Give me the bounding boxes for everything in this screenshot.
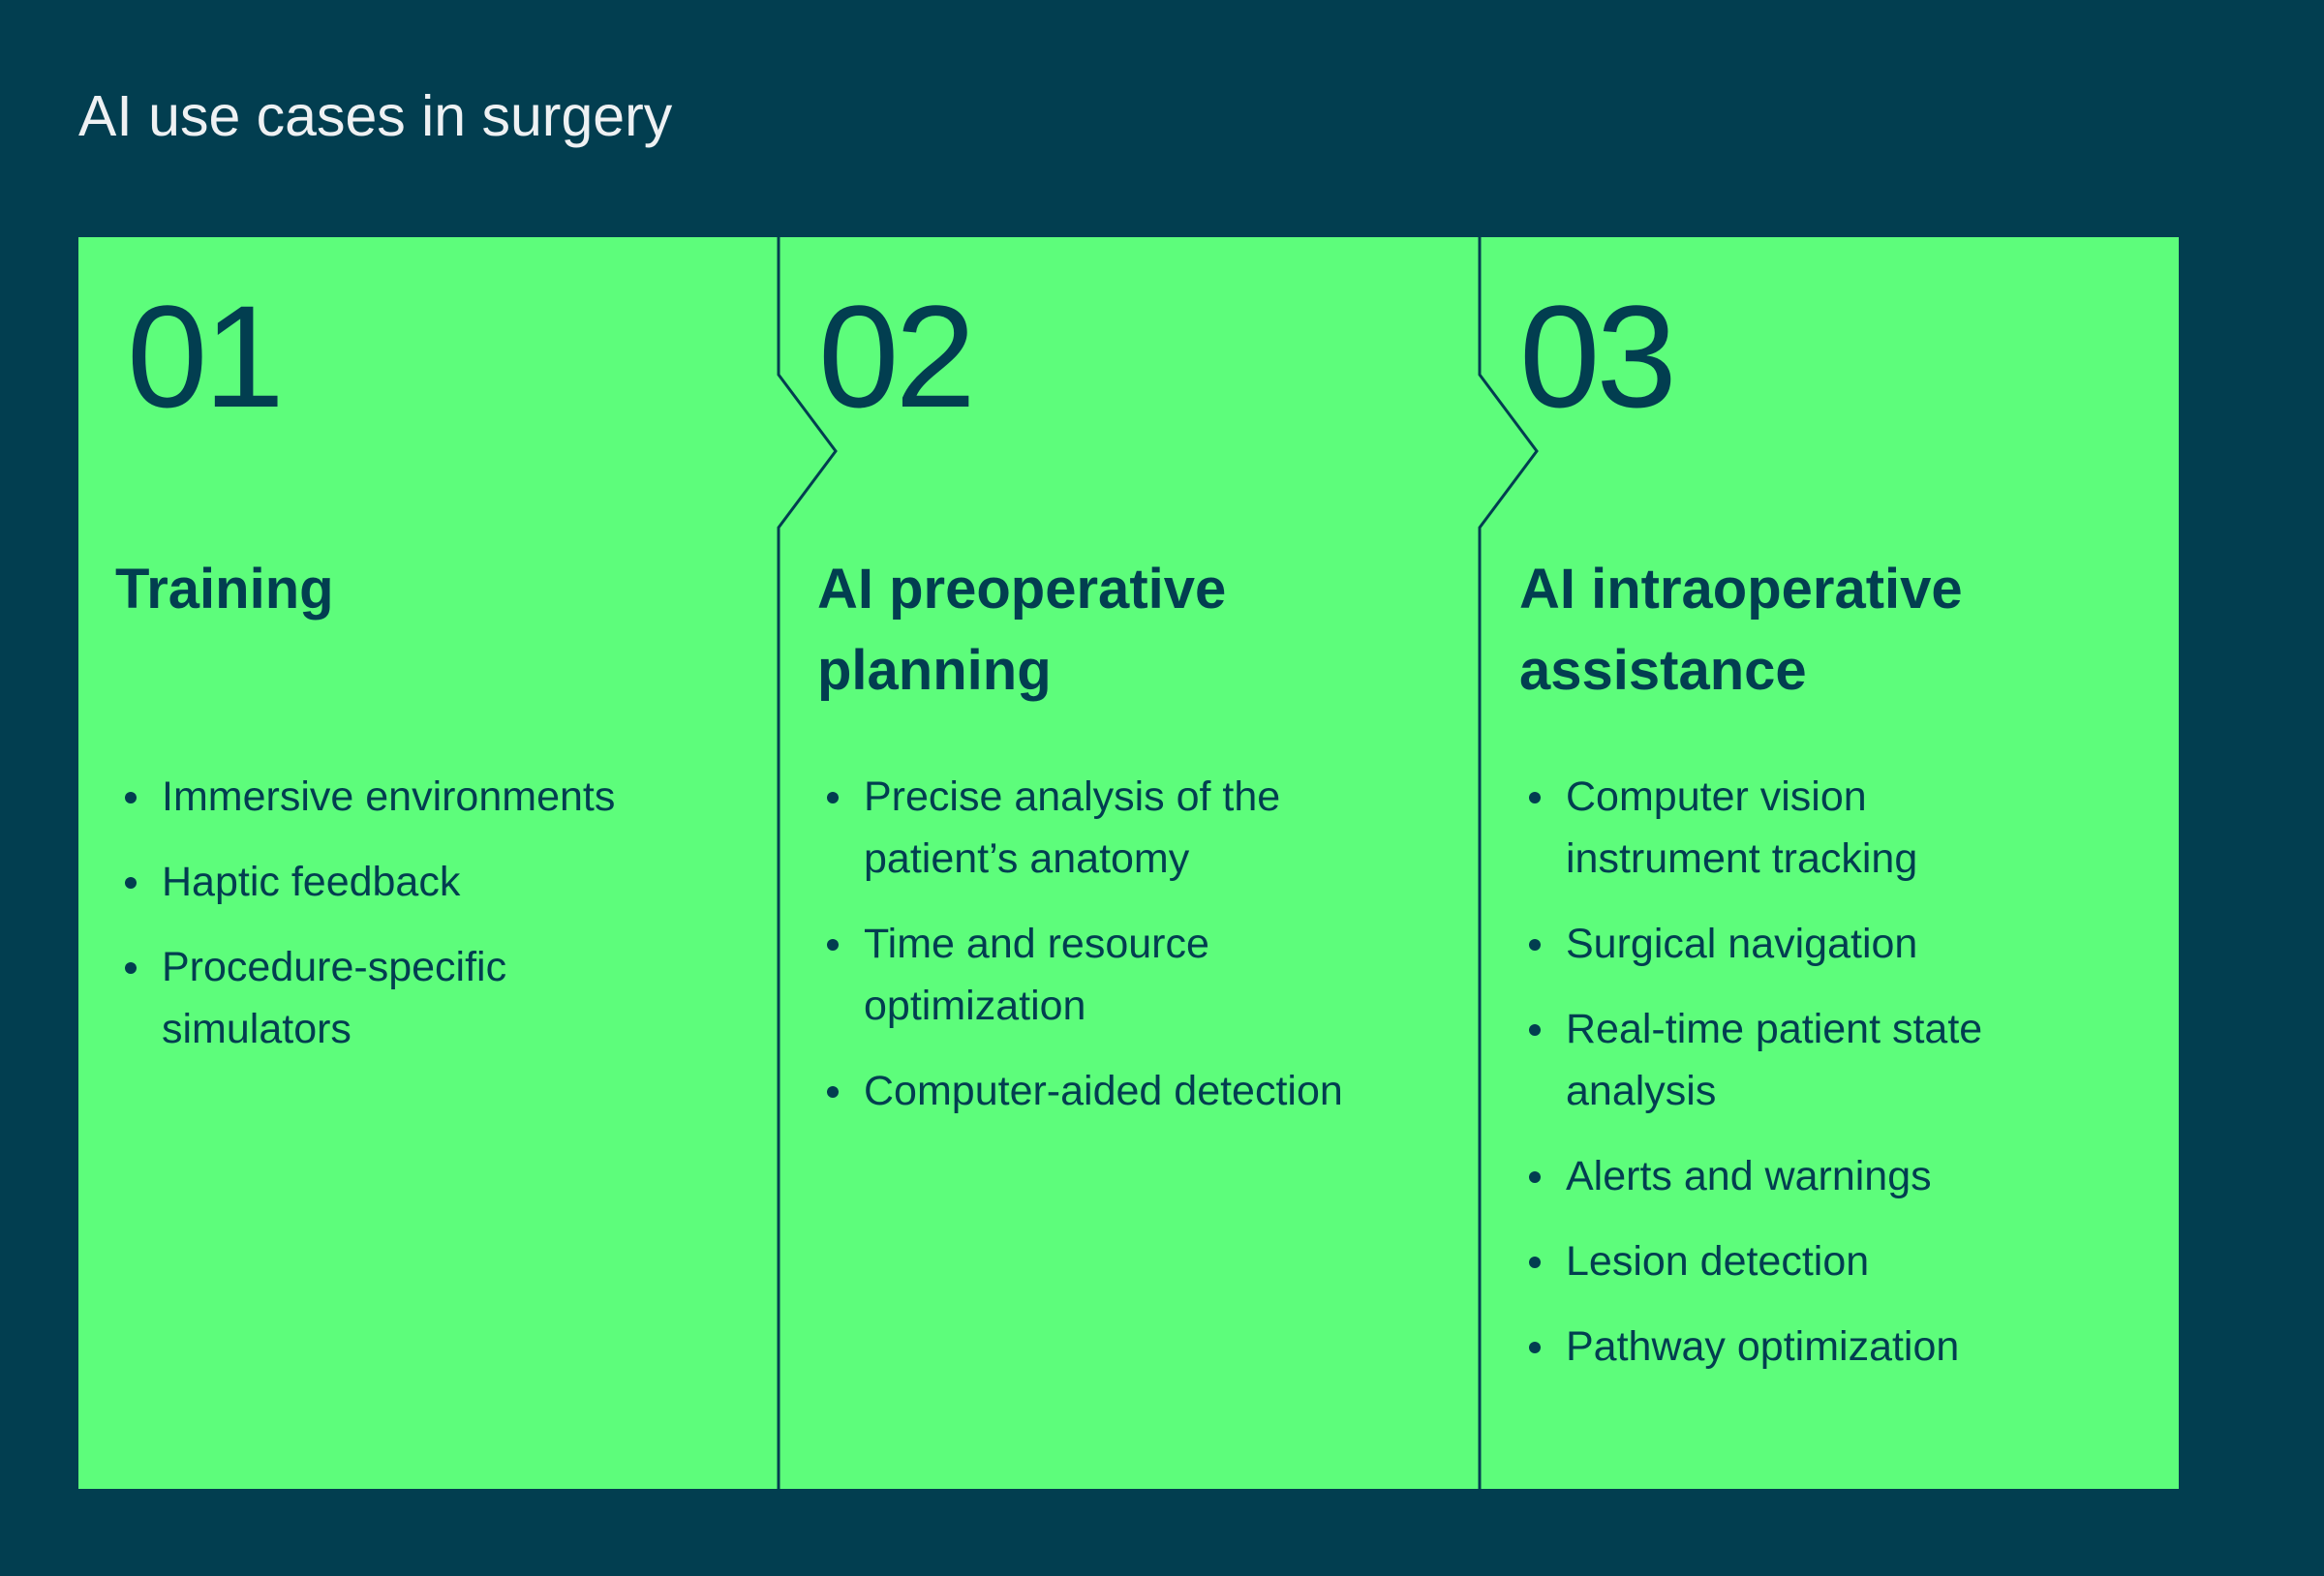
step-heading: AI preoperative planning (817, 558, 1227, 702)
bullet-icon (1529, 1024, 1541, 1036)
step-item-list: Precise analysis of the patient’s anatom… (817, 766, 1437, 1145)
step-item-list: Immersive environments Haptic feedback P… (115, 766, 735, 1083)
bullet-icon (827, 792, 839, 803)
list-item: Alerts and warnings (1519, 1145, 2139, 1207)
step-heading: AI intraoperative assistance (1519, 558, 1963, 702)
steps-panel: 01 Training Immersive environments Hapti… (78, 237, 2179, 1489)
chevron-divider-2 (1478, 237, 1539, 1489)
step-preoperative-planning: 02 AI preoperative planning Precise anal… (780, 237, 1481, 1489)
bullet-icon (1529, 1342, 1541, 1353)
step-number: 03 (1519, 275, 1677, 438)
bullet-icon (1529, 1171, 1541, 1183)
list-item: Pathway optimization (1519, 1316, 2139, 1378)
bullet-icon (827, 939, 839, 951)
bullet-icon (125, 962, 137, 974)
bullet-icon (1529, 939, 1541, 951)
bullet-icon (1529, 792, 1541, 803)
page-title: AI use cases in surgery (78, 84, 673, 148)
list-item: Computer-aided detection (817, 1060, 1437, 1122)
list-item: Procedure-specific simulators (115, 936, 627, 1060)
bullet-icon (125, 877, 137, 889)
list-item: Computer vision instrument tracking (1519, 766, 2031, 890)
bullet-icon (827, 1086, 839, 1098)
bullet-icon (1529, 1257, 1541, 1268)
step-item-list: Computer vision instrument tracking Surg… (1519, 766, 2139, 1401)
list-item: Haptic feedback (115, 851, 735, 913)
list-item: Surgical navigation (1519, 913, 2139, 975)
step-number: 02 (818, 275, 976, 438)
step-number: 01 (127, 275, 285, 438)
chevron-divider-1 (777, 237, 838, 1489)
bullet-icon (125, 792, 137, 803)
step-intraoperative-assistance: 03 AI intraoperative assistance Computer… (1481, 237, 2179, 1489)
step-heading: Training (115, 558, 334, 621)
list-item: Immersive environments (115, 766, 735, 828)
list-item: Real-time patient state analysis (1519, 998, 2108, 1122)
list-item: Time and resource optimization (817, 913, 1290, 1037)
list-item: Precise analysis of the patient’s anatom… (817, 766, 1367, 890)
list-item: Lesion detection (1519, 1230, 2139, 1292)
step-training: 01 Training Immersive environments Hapti… (78, 237, 780, 1489)
